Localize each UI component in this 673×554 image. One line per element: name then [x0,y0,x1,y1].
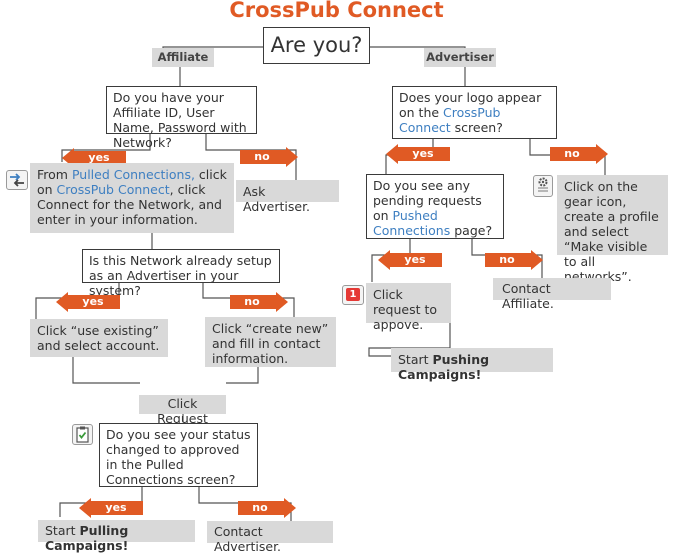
no-label: no [254,150,270,163]
create-new-step: Click “create new” and fill in contact i… [205,317,336,367]
yes-arrow [79,498,143,518]
diagram-title: CrossPub Connect [229,0,444,22]
contact-affiliate-step: Contact Affiliate. [493,278,611,311]
no-arrow [240,147,298,167]
yes-label: yes [404,253,426,266]
yes-arrow [386,144,450,164]
yes-label: yes [88,151,110,164]
affiliate-tag: Affiliate [152,48,214,67]
yes-label: yes [105,501,127,514]
affiliate-question-2: Is this Network already setup as an Adve… [82,249,280,298]
no-label: no [252,501,268,514]
pulled-connections-link[interactable]: Pulled Connections, [71,167,195,182]
pushed-connections-link[interactable]: Pushed Connections [373,208,451,238]
clipboard-check-icon [72,424,93,445]
start-pulling-step: Start Pulling Campaigns! [38,520,195,553]
no-label: no [564,147,580,160]
start-node: Are you? [263,27,370,64]
yes-arrow [378,250,442,270]
ask-advertiser-step: Ask Advertiser. [236,180,339,214]
affiliate-question-3: Do you see your status changed to approv… [99,423,258,487]
advertiser-tag: Advertiser [424,48,496,67]
crosspub-connect-link[interactable]: CrossPub Connect [399,105,501,135]
click-request-approve-step: Click request to appove. [366,283,451,332]
no-arrow [230,292,288,312]
pulled-connections-icon [6,170,28,190]
use-existing-step: Click “use existing” and select account. [30,319,168,357]
advertiser-question-2: Do you see any pending requests on Pushe… [366,174,504,239]
gear-icon [533,175,553,197]
click-request-step: Click Request [139,395,226,426]
crosspub-connect-link[interactable]: CrossPub Connect [56,182,170,197]
yes-arrow [56,292,120,312]
badge-count: 1 [346,288,360,301]
start-pushing-step: Start Pushing Campaigns! [391,348,553,382]
affiliate-question-1: Do you have your Affiliate ID, User Name… [106,86,257,150]
yes-label: yes [412,147,434,160]
no-arrow [485,250,543,270]
no-label: no [499,253,515,266]
contact-advertiser-step: Contact Advertiser. [207,521,333,554]
notification-badge-icon: 1 [342,285,364,305]
gear-profile-step: Click on the gear icon, create a profile… [557,175,668,284]
advertiser-question-1: Does your logo appear on the CrossPub Co… [392,86,557,139]
affiliate-connect-step: From Pulled Connections, click on CrossP… [30,163,234,233]
no-arrow [550,144,608,164]
no-arrow [238,498,296,518]
no-label: no [244,295,260,308]
yes-label: yes [82,295,104,308]
